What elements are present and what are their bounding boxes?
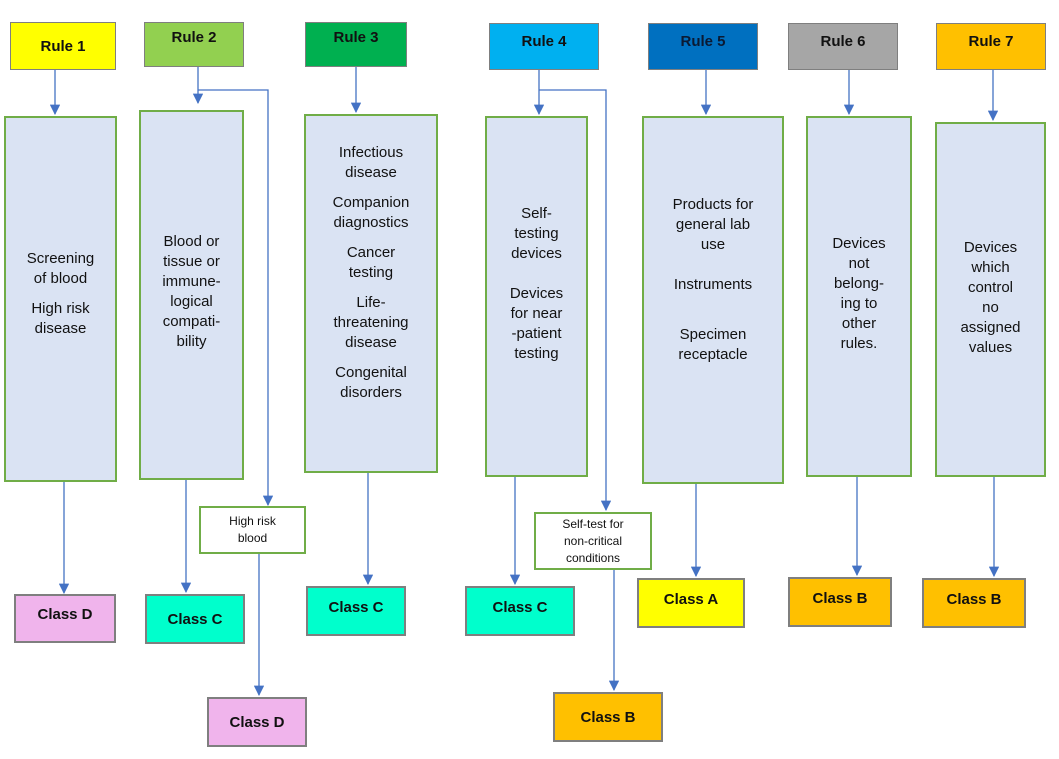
class-box-rule-5: Class A bbox=[637, 578, 745, 628]
rule-4-box: Rule 4 bbox=[489, 23, 599, 70]
rule-7-desc-item: Devices which control no assigned values bbox=[960, 239, 1021, 356]
rule-5-label: Rule 5 bbox=[680, 33, 726, 50]
class-box-rule-3: Class C bbox=[306, 586, 406, 636]
rule-4-branch-line bbox=[539, 89, 612, 512]
class-box-rule-1: Class D bbox=[14, 594, 116, 643]
class-box-rule-6: Class B bbox=[788, 577, 892, 627]
high-risk-blood-note: High risk blood bbox=[199, 506, 306, 554]
rule-3-description: Infectious disease Companion diagnostics… bbox=[304, 114, 438, 473]
rule-4-label: Rule 4 bbox=[521, 33, 567, 50]
rule-5-description: Products for general lab use Instruments… bbox=[642, 116, 784, 484]
rule-2-label: Rule 2 bbox=[171, 29, 217, 46]
rule-2-branch-line bbox=[198, 89, 274, 507]
rule-1-desc-item: High risk disease bbox=[31, 300, 90, 337]
rule-4-description: Self- testing devices Devices for near -… bbox=[485, 116, 588, 477]
rule-2-description: Blood or tissue or immune- logical compa… bbox=[139, 110, 244, 480]
class-box-rule-4: Class C bbox=[465, 586, 575, 636]
rule-2-box: Rule 2 bbox=[144, 22, 244, 67]
rule-3-label: Rule 3 bbox=[333, 29, 379, 46]
rule-7-box: Rule 7 bbox=[936, 23, 1046, 70]
class-box-rule-2: Class C bbox=[145, 594, 245, 644]
rule-5-desc-item: Specimen receptacle bbox=[678, 326, 748, 363]
rule-6-label: Rule 6 bbox=[820, 33, 866, 50]
class-box-rule-7: Class B bbox=[922, 578, 1026, 628]
rule-5-desc-item: Instruments bbox=[673, 276, 753, 293]
rule-2-desc-item: Blood or tissue or immune- logical compa… bbox=[162, 233, 221, 350]
rule-6-desc-item: Devices not belong- ing to other rules. bbox=[832, 235, 886, 352]
rule-7-description: Devices which control no assigned values bbox=[935, 122, 1046, 477]
rule-1-desc-item: Screening of blood bbox=[26, 250, 95, 287]
rule-3-desc-item: Cancer testing bbox=[346, 244, 396, 281]
rule-3-box: Rule 3 bbox=[305, 22, 407, 67]
rule-5-box: Rule 5 bbox=[648, 23, 758, 70]
rule-7-label: Rule 7 bbox=[968, 33, 1014, 50]
rule-3-desc-item: Companion diagnostics bbox=[332, 194, 410, 231]
rule-4-desc-item: Self- testing devices bbox=[511, 205, 562, 262]
rule-3-desc-item: Congenital disorders bbox=[335, 364, 407, 401]
rule-5-desc-item: Products for general lab use bbox=[672, 196, 754, 253]
rule-6-box: Rule 6 bbox=[788, 23, 898, 70]
rule-1-description: Screening of blood High risk disease bbox=[4, 116, 117, 482]
rule-3-desc-item: Infectious disease bbox=[338, 144, 404, 181]
rule-1-box: Rule 1 bbox=[10, 22, 116, 70]
rule-3-desc-item: Life- threatening disease bbox=[333, 294, 409, 351]
rule-1-label: Rule 1 bbox=[40, 37, 86, 55]
class-box-rule-2-high-risk: Class D bbox=[207, 697, 307, 747]
rule-6-description: Devices not belong- ing to other rules. bbox=[806, 116, 912, 477]
class-box-rule-4-self-test: Class B bbox=[553, 692, 663, 742]
self-test-non-critical-note: Self-test for non-critical conditions bbox=[534, 512, 652, 570]
rule-4-desc-item: Devices for near -patient testing bbox=[509, 285, 564, 362]
